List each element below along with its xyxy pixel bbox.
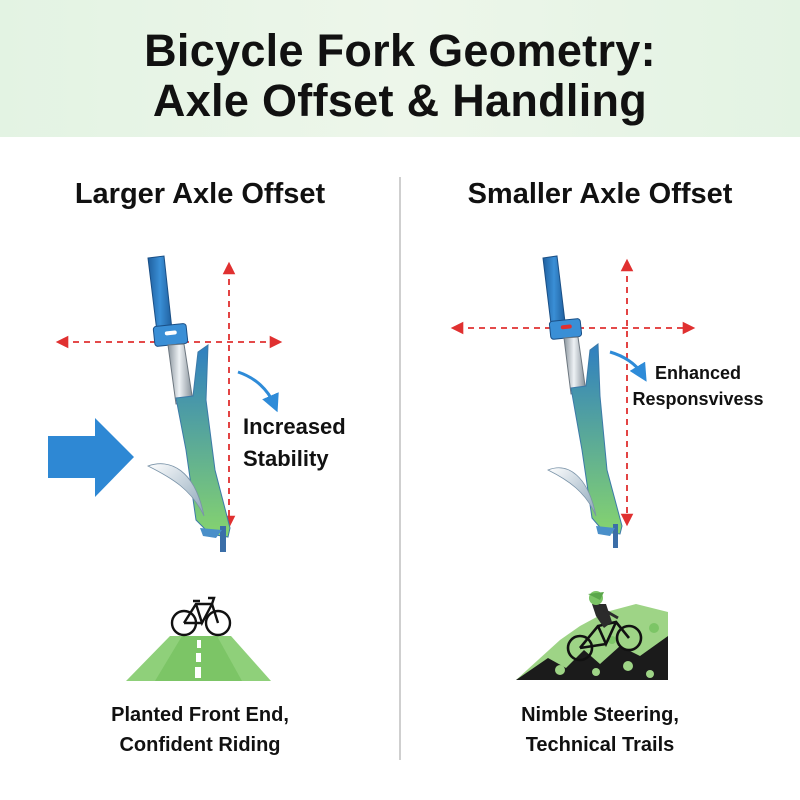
left-fork-illustration xyxy=(48,255,283,552)
left-steerer-tube xyxy=(147,255,173,333)
right-lower-leg xyxy=(570,343,623,535)
left-lower-leg xyxy=(175,344,231,538)
right-annotation-line-1: Enhanced xyxy=(654,363,742,383)
left-fork-crown xyxy=(152,323,189,347)
right-annotation: Enhanced Responsvivess xyxy=(623,360,773,412)
right-caption-line-2: Technical Trails xyxy=(525,734,675,756)
page-title-line-1: Bicycle Fork Geometry: xyxy=(144,25,656,76)
right-column-heading: Smaller Axle Offset xyxy=(467,178,733,210)
left-stanchion xyxy=(167,343,194,405)
left-annotation-line-1: Increased xyxy=(243,414,346,439)
mountain-biker-icon xyxy=(566,591,643,662)
right-axle xyxy=(613,524,618,548)
left-curve-arrow xyxy=(237,370,279,413)
right-steerer-tube xyxy=(542,255,566,325)
trail-icon xyxy=(516,604,668,680)
bicycle-icon xyxy=(170,596,232,637)
right-fork-illustration xyxy=(450,255,696,548)
left-annotation: Increased Stability xyxy=(243,411,346,475)
left-caption-line-1: Planted Front End, xyxy=(111,704,289,726)
title-banner xyxy=(0,0,800,137)
right-fork-crown xyxy=(548,318,583,340)
right-caption-line-1: Nimble Steering, xyxy=(521,704,679,726)
right-caption: Nimble Steering, Technical Trails xyxy=(400,700,800,760)
right-stanchion xyxy=(563,336,587,395)
right-curve-arrow xyxy=(609,350,647,382)
left-caption-line-2: Confident Riding xyxy=(119,734,281,756)
left-swoosh xyxy=(146,463,205,517)
page-title-line-2: Axle Offset & Handling xyxy=(152,75,648,126)
right-swoosh xyxy=(547,467,597,517)
right-annotation-line-2: Responsvivess xyxy=(632,389,764,409)
left-caption: Planted Front End, Confident Riding xyxy=(0,700,400,760)
left-annotation-line-2: Stability xyxy=(243,446,329,471)
big-force-arrow xyxy=(48,418,134,497)
column-divider xyxy=(399,177,401,760)
left-axle xyxy=(220,526,226,552)
left-column-heading: Larger Axle Offset xyxy=(74,178,326,210)
road-icon xyxy=(126,636,271,681)
